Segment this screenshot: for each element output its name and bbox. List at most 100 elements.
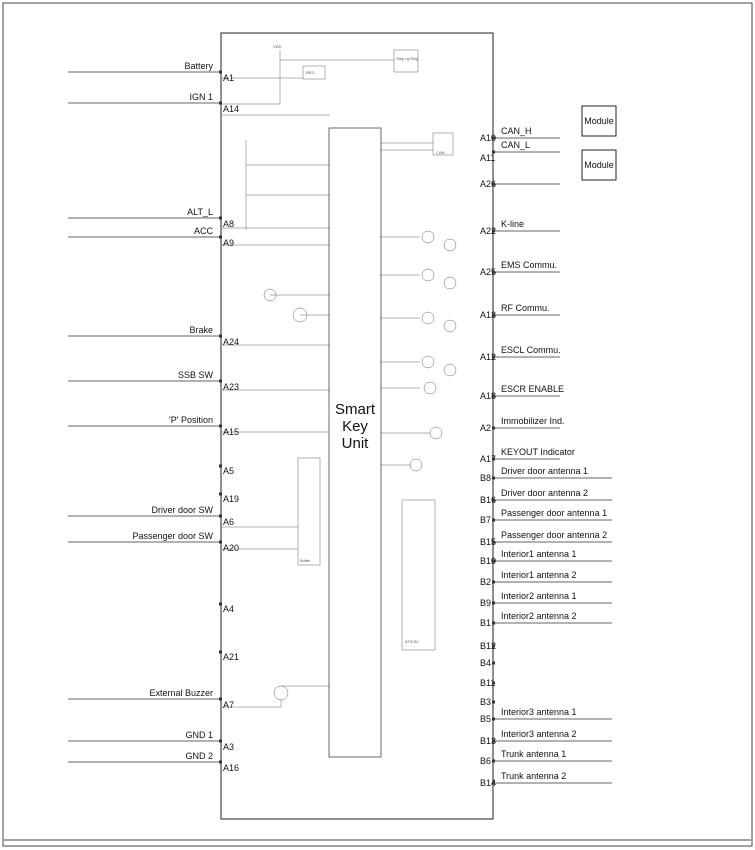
pin-marker-b14 (492, 781, 495, 785)
input-label-gnd-2: GND 2 (185, 751, 213, 761)
pin-b8: B8 (480, 473, 491, 483)
antenna-label-passenger-door-antenna-2: Passenger door antenna 2 (501, 530, 607, 540)
pin-a5: A5 (223, 466, 234, 476)
smart-key-unit-block (328, 127, 382, 758)
pin-marker-a22 (492, 229, 495, 233)
step-up-box (393, 49, 419, 73)
pin-marker-b8 (492, 476, 495, 480)
buffer-box (297, 457, 321, 566)
pin-a15: A15 (223, 427, 239, 437)
pin-marker-a13 (492, 313, 495, 317)
pin-marker-b6 (492, 759, 495, 763)
buffer-label: Buffer (300, 558, 311, 563)
pin-a12: A12 (480, 352, 496, 362)
pin-b12: B12 (480, 641, 496, 651)
module-box-1 (581, 105, 617, 137)
pin-b9: B9 (480, 598, 491, 608)
pin-a2: A2 (480, 423, 491, 433)
pin-marker-a15 (219, 424, 222, 428)
pin-a23: A23 (223, 382, 239, 392)
input-label-passenger-door-sw: Passenger door SW (132, 531, 213, 541)
pin-b2: B2 (480, 577, 491, 587)
pin-marker-a7 (219, 697, 222, 701)
pin-b13: B13 (480, 736, 496, 746)
pin-a9: A9 (223, 238, 234, 248)
pin-a13: A13 (480, 310, 496, 320)
antenna-label-passenger-door-antenna-1: Passenger door antenna 1 (501, 508, 607, 518)
module-label-1: Module (584, 116, 614, 126)
pin-a18: A18 (480, 391, 496, 401)
pin-marker-b10 (492, 559, 495, 563)
signal-label-can-l: CAN_L (501, 140, 530, 150)
pin-a22: A22 (480, 226, 496, 236)
pin-marker-b1 (492, 621, 495, 625)
pin-b11: B11 (480, 678, 495, 688)
antenna-driver-box (401, 499, 436, 651)
pin-marker-a14 (219, 101, 222, 105)
pin-b16: B16 (480, 495, 496, 505)
pin-marker-b9 (492, 601, 495, 605)
pin-a4: A4 (223, 604, 234, 614)
module-box-2 (581, 149, 617, 181)
module-label-2: Module (584, 160, 614, 170)
pin-marker-a20 (219, 540, 222, 544)
pin-marker-b2 (492, 580, 495, 584)
regulator-label: REG (306, 70, 315, 75)
vdd-label: VDD (273, 44, 282, 49)
pin-marker-a11 (492, 150, 495, 154)
pin-a11: A11 (480, 153, 495, 163)
pin-marker-a12 (492, 355, 495, 359)
can-label: CAN (436, 150, 445, 155)
signal-label-can-h: CAN_H (501, 126, 532, 136)
pin-marker-a6 (219, 514, 222, 518)
pin-a1: A1 (223, 73, 234, 83)
pin-a8: A8 (223, 219, 234, 229)
input-label-alt-l: ALT_L (187, 207, 213, 217)
regulator-box (302, 65, 326, 80)
signal-label-k-line: K-line (501, 219, 524, 229)
pin-b3: B3 (480, 697, 491, 707)
antenna-label-interior1-antenna-2: Interior1 antenna 2 (501, 570, 577, 580)
unit-label-line2: Key (342, 418, 368, 435)
pin-a17: A17 (480, 454, 496, 464)
pin-marker-a26 (492, 182, 495, 186)
pin-marker-b12 (492, 644, 495, 648)
pin-marker-a9 (219, 235, 222, 239)
pin-marker-a5 (219, 464, 222, 468)
signal-label-immobilizer-ind: Immobilizer Ind. (501, 416, 565, 426)
pin-b6: B6 (480, 756, 491, 766)
antenna-label-interior3-antenna-2: Interior3 antenna 2 (501, 729, 577, 739)
pin-b10: B10 (480, 556, 496, 566)
unit-label-line1: Smart (335, 401, 376, 418)
pin-marker-a24 (219, 334, 222, 338)
pin-marker-a18 (492, 394, 495, 398)
input-label-gnd-1: GND 1 (185, 730, 213, 740)
pin-a7: A7 (223, 700, 234, 710)
driver-ic-label: ATIC54 (405, 639, 419, 644)
input-label-p-position: 'P' Position (169, 415, 213, 425)
input-label-external-buzzer: External Buzzer (149, 688, 213, 698)
unit-label-line3: Unit (342, 435, 370, 452)
pin-a26: A26 (480, 179, 496, 189)
pin-a25: A25 (480, 267, 496, 277)
pin-marker-a25 (492, 270, 495, 274)
pin-marker-b16 (492, 498, 495, 502)
pin-a24: A24 (223, 337, 239, 347)
pin-a14: A14 (223, 104, 239, 114)
signal-label-escr-enable: ESCR ENABLE (501, 384, 564, 394)
pin-marker-b15 (492, 540, 495, 544)
pin-marker-a19 (219, 492, 222, 496)
antenna-label-interior1-antenna-1: Interior1 antenna 1 (501, 549, 577, 559)
pin-a3: A3 (223, 742, 234, 752)
internal-wiring (222, 50, 457, 708)
input-label-brake: Brake (189, 325, 213, 335)
pin-marker-b3 (492, 700, 495, 704)
signal-label-ems-commu: EMS Commu. (501, 260, 557, 270)
pin-a21: A21 (223, 652, 239, 662)
pin-marker-a16 (219, 760, 222, 764)
pin-marker-b11 (492, 681, 495, 685)
